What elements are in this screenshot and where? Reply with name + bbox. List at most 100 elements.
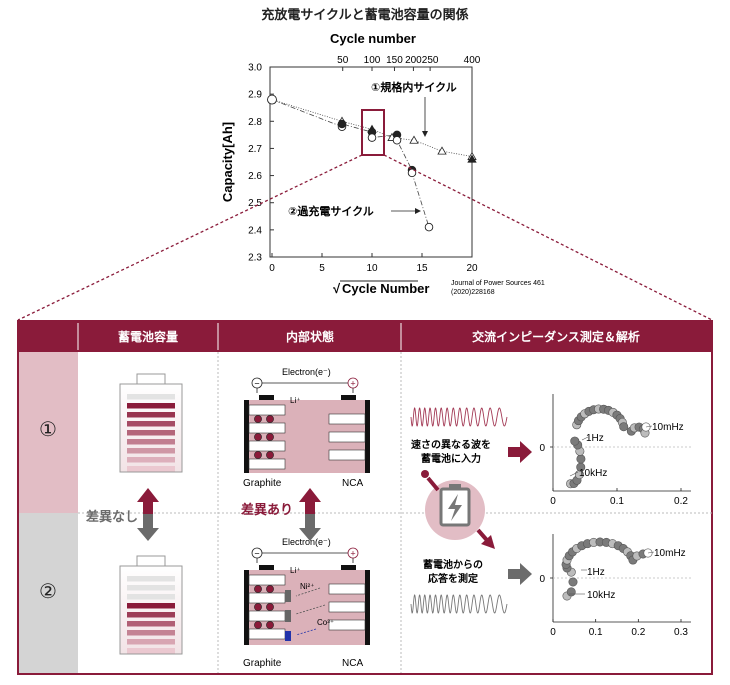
x-tick-label: 0 <box>269 263 275 274</box>
battery-level-segment <box>127 630 175 636</box>
source-line-2: (2020)228168 <box>451 289 495 296</box>
wave-out-text-1: 蓄電池からの <box>423 558 483 571</box>
row-label-2-bg <box>19 513 78 673</box>
diff-none-label: 差異なし <box>86 509 138 524</box>
cell-1-li: Li⁺ <box>290 396 300 405</box>
x-tick-label: 20 <box>466 263 478 274</box>
x-axis-sqrt: √ <box>333 281 341 296</box>
x-tick-label: 15 <box>416 263 428 274</box>
series-1-point <box>437 146 447 155</box>
wave-in-text-2: 蓄電池に入力 <box>421 452 481 465</box>
cell-2-electron: Electron(e⁻) <box>282 537 331 547</box>
y-axis: 2.32.42.52.62.72.82.93.0 <box>248 63 274 264</box>
source-line-1: Journal of Power Sources 461 <box>451 280 545 287</box>
nyquist-point <box>566 587 576 597</box>
cell-2-ni: Ni²⁺ <box>300 582 314 591</box>
top-tick-label: 100 <box>364 55 381 66</box>
lightning-icon <box>448 494 462 521</box>
battery-2-levels <box>127 576 175 654</box>
nyquist-zero-label: 0 <box>539 574 545 585</box>
lithium-ion <box>266 603 274 611</box>
series-1-point <box>409 135 419 144</box>
cell-2-minus: − <box>254 549 259 559</box>
wave-out-text-2: 応答を測定 <box>428 572 478 585</box>
series-1-line <box>271 99 473 160</box>
top-tick-label: 250 <box>422 55 439 66</box>
annotation-1: ①規格内サイクル <box>371 80 457 94</box>
x-tick-label: 10 <box>366 263 378 274</box>
row-label-2: ② <box>39 581 57 603</box>
nyquist-label: 10mHz <box>652 422 684 433</box>
cell-2-plus: + <box>350 549 355 559</box>
battery-1-levels <box>127 394 175 472</box>
annotation-2: ②過充電サイクル <box>288 204 374 218</box>
nyquist-point <box>576 454 586 464</box>
x-axis-label: Cycle Number <box>342 281 429 296</box>
nyquist-x-tick-label: 0.2 <box>674 496 688 507</box>
battery-level-segment <box>127 639 175 645</box>
y-axis-label: Capacity[Ah] <box>220 122 235 202</box>
top-tick-label: 50 <box>337 55 349 66</box>
battery-level-segment <box>127 594 175 600</box>
battery-level-segment <box>127 603 175 609</box>
lithium-ion <box>254 585 262 593</box>
nyquist-label: 1Hz <box>586 433 604 444</box>
cell-2-co: Co³⁺ <box>317 618 334 627</box>
nyquist-label: 1Hz <box>587 567 605 578</box>
battery-level-segment <box>127 648 175 654</box>
cell-1-graphite: Graphite <box>243 478 282 489</box>
battery-icon-circle <box>421 470 495 549</box>
series-2-point <box>424 222 434 232</box>
series-2-point <box>407 168 417 178</box>
anode-plate <box>248 422 286 434</box>
nyquist-label-line <box>645 425 653 428</box>
y-tick-label: 2.8 <box>248 117 262 128</box>
series-2-point <box>337 119 347 129</box>
nyquist-x-tick-label: 0.3 <box>674 627 688 638</box>
diff-exist-label: 差異あり <box>241 502 293 517</box>
nyquist-x-tick-label: 0 <box>550 627 556 638</box>
cathode-plate <box>328 619 366 631</box>
cathode-plate <box>328 431 366 443</box>
series-lines <box>271 99 473 228</box>
battery-level-segment <box>127 412 175 418</box>
row-label-1: ① <box>39 419 57 441</box>
cell-1-electron: Electron(e⁻) <box>282 367 331 377</box>
battery-2 <box>119 555 183 655</box>
anode-plate <box>248 458 286 470</box>
series-1-point <box>267 94 277 105</box>
lithium-ion <box>266 621 274 629</box>
cell-diagram-1: − + Electron(e⁻) Li⁺ Graphite NCA <box>243 367 370 489</box>
double-arrow-internal <box>299 488 321 541</box>
anode-plate <box>248 610 286 622</box>
lithium-ion <box>266 433 274 441</box>
battery-level-segment <box>127 612 175 618</box>
nyquist-label: 10mHz <box>654 548 686 559</box>
cell-2-li: Li⁺ <box>290 566 300 575</box>
series-1-point <box>467 154 477 163</box>
anode-plate <box>248 592 286 604</box>
y-tick-label: 2.5 <box>248 198 262 209</box>
cell-2-graphite: Graphite <box>243 658 282 669</box>
top-axis-label: Cycle number <box>330 31 416 46</box>
nyquist-x-tick-label: 0.1 <box>610 496 624 507</box>
battery-level-segment <box>127 576 175 582</box>
double-arrow-capacity <box>137 488 159 541</box>
battery-level-segment <box>127 403 175 409</box>
cell-1-plus: + <box>350 379 355 389</box>
anode-plate <box>248 404 286 416</box>
lithium-ion <box>266 415 274 423</box>
lithium-ion <box>266 585 274 593</box>
nyquist-x-tick-label: 0.1 <box>589 627 603 638</box>
anode-plate <box>248 574 286 586</box>
battery-level-segment <box>127 585 175 591</box>
anode-plate <box>248 440 286 452</box>
nyquist-x-tick-label: 0.2 <box>631 627 645 638</box>
cell-1-minus: − <box>254 379 259 389</box>
y-tick-label: 2.7 <box>248 144 262 155</box>
top-tick-label: 400 <box>464 55 481 66</box>
